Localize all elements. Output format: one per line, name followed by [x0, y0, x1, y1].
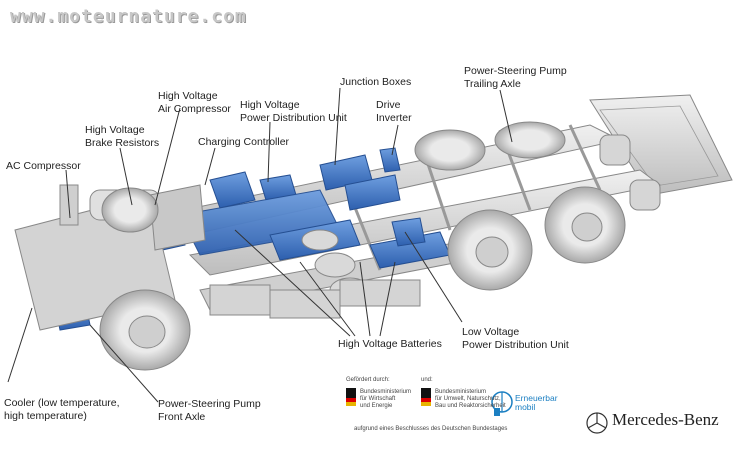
erneuerbar-line: Erneuerbar: [515, 393, 558, 403]
ministry-line: Bundesministerium: [435, 389, 487, 395]
footer-logos: [346, 388, 608, 434]
label-drive-inverter: Drive Inverter: [376, 99, 412, 125]
ministry-line: Bundesministerium: [360, 389, 412, 395]
and-text: und:: [421, 377, 433, 383]
funded-by-text: Gefördert durch:: [346, 377, 390, 383]
label-hv-batteries: High Voltage Batteries: [338, 338, 442, 350]
ministry-economy: Bundesministerium für Wirtschaft und Ene…: [360, 389, 411, 410]
label-line: Power-Steering Pump: [158, 398, 261, 410]
label-line: High Voltage: [85, 124, 145, 136]
label-ps-pump-trailing: Power-Steering Pump Trailing Axle: [464, 65, 567, 91]
ministry-line: und Energie: [360, 403, 393, 409]
label-line: Low Voltage: [462, 326, 520, 338]
ministry-line: für Wirtschaft: [360, 396, 396, 402]
rear-platform: [589, 94, 733, 196]
label-line: Power-Steering Pump: [464, 65, 567, 77]
label-line: Power Distribution Unit: [240, 112, 347, 124]
ministry-line: Bau und Reaktorsicherheit: [435, 403, 506, 409]
label-line: Inverter: [376, 112, 412, 124]
ministry-line: für Umwelt, Naturschutz,: [435, 396, 501, 402]
erneuerbar-line: mobil: [515, 402, 536, 412]
label-line: Trailing Axle: [464, 78, 521, 90]
label-line: high temperature): [4, 410, 87, 422]
watermark-text: www.moteurnature.com: [0, 0, 246, 27]
ministry-environment: Bundesministerium für Umwelt, Naturschut…: [435, 389, 506, 410]
label-junction-boxes: Junction Boxes: [340, 76, 412, 88]
erneuerbar-mobil-logo: Erneuerbar mobil: [515, 394, 558, 412]
label-line: High Voltage: [158, 90, 218, 102]
label-line: Air Compressor: [158, 103, 231, 115]
label-ps-pump-front: Power-Steering Pump Front Axle: [158, 398, 261, 424]
label-line: Brake Resistors: [85, 137, 160, 149]
label-ac-compressor: AC Compressor: [6, 160, 81, 172]
label-charging-controller: Charging Controller: [198, 136, 290, 148]
label-hv-brake-resistors: High Voltage Brake Resistors: [85, 124, 159, 150]
mercedes-benz-logo: Mercedes-Benz: [612, 410, 719, 429]
leader-lines: [7, 87, 513, 403]
label-hv-air-compressor: High Voltage Air Compressor: [158, 90, 231, 116]
wheels: [99, 121, 661, 371]
label-line: High Voltage: [240, 99, 300, 111]
label-line: Drive: [376, 99, 401, 111]
label-cooler: Cooler (low temperature, high temperatur…: [4, 397, 120, 423]
label-line: Front Axle: [158, 411, 206, 423]
label-line: Cooler (low temperature,: [4, 397, 120, 409]
resolution-text: aufgrund eines Beschlusses des Deutschen…: [354, 426, 508, 432]
label-line: Power Distribution Unit: [462, 339, 569, 351]
label-lv-power-distribution: Low Voltage Power Distribution Unit: [462, 326, 569, 352]
label-hv-power-distribution: High Voltage Power Distribution Unit: [240, 99, 347, 125]
